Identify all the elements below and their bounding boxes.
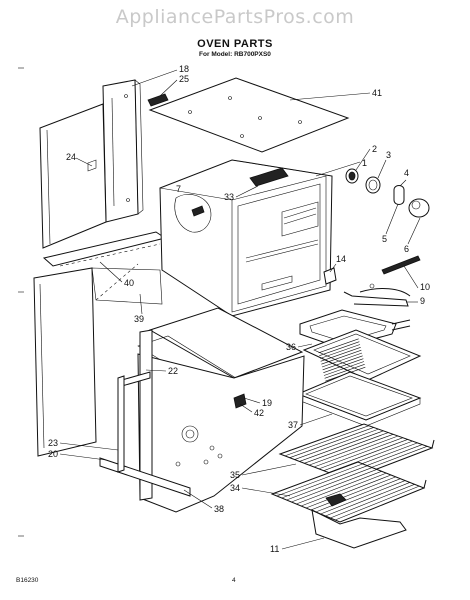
oven-rack-upper: [278, 423, 435, 481]
rack-wire: [309, 434, 394, 466]
callout-34: 34: [230, 483, 240, 493]
callout-40: 40: [124, 278, 134, 288]
pan-grid-bar: [324, 364, 365, 379]
callout-7: 7: [176, 184, 181, 194]
pan-grid-bar: [319, 341, 360, 356]
rack-wire: [305, 474, 392, 509]
pan-grid-bar: [321, 352, 363, 368]
rack-wire: [301, 472, 387, 507]
broil-element: [299, 309, 411, 349]
rack-wire: [281, 465, 368, 499]
pan-grid-bar: [320, 347, 361, 362]
watermark: AppliancePartsPros.com: [115, 6, 355, 28]
oven-top-panel: [148, 77, 350, 153]
rack-wire: [335, 485, 420, 521]
rack-wire: [325, 482, 410, 517]
front-base-rails: [99, 329, 191, 501]
callout-22: 22: [168, 366, 178, 376]
callout-24: 24: [66, 152, 76, 162]
oven-rack-lower: [270, 461, 427, 523]
rack-wire: [313, 435, 399, 468]
rack-wire: [315, 478, 401, 513]
callout-20: 20: [48, 449, 58, 459]
callout-labels: 18 25 41 1 2 3 4 5 6 7 33 24 40 39 14 10…: [48, 64, 430, 554]
callout-9: 9: [420, 296, 425, 306]
rack-wire: [296, 471, 382, 505]
element-shield: [311, 493, 407, 549]
light-assembly: [345, 168, 430, 218]
rack-wire: [284, 425, 369, 457]
callout-37: 37: [288, 420, 298, 430]
callout-36: 36: [286, 342, 296, 352]
rack-wire: [286, 467, 373, 501]
pan-grid-bar: [323, 358, 364, 373]
rack-wire: [304, 432, 389, 464]
model-subtitle: For Model: RB700PXS0: [199, 51, 271, 58]
callout-18: 18: [179, 64, 189, 74]
callout-42: 42: [254, 408, 264, 418]
oven-rear-panel: [102, 79, 169, 223]
diagram-title: OVEN PARTS: [197, 38, 273, 50]
callout-35: 35: [230, 470, 240, 480]
callout-14: 14: [336, 254, 346, 264]
liner-side-cutout: [174, 194, 212, 233]
pan-grid-bar: [319, 344, 361, 359]
bake-element: [343, 255, 421, 307]
margin-ticks: [18, 67, 24, 537]
callout-11: 11: [270, 544, 279, 554]
callout-2: 2: [372, 144, 377, 154]
rack-wire: [291, 469, 377, 503]
rack-wire: [310, 476, 396, 511]
callout-1: 1: [362, 158, 367, 168]
oven-liner-cavity: [159, 159, 333, 317]
page-number: 4: [232, 577, 236, 584]
callout-25: 25: [179, 74, 189, 84]
rack-wire: [330, 484, 415, 519]
terminal-clip: [323, 267, 337, 285]
broil-pan: [296, 371, 422, 427]
callout-4: 4: [404, 168, 409, 178]
callout-10: 10: [420, 282, 430, 292]
rack-wire: [318, 437, 403, 470]
rack-wire: [276, 463, 363, 497]
pan-grid-bar: [321, 349, 362, 365]
callout-38: 38: [214, 504, 224, 514]
rack-wire: [323, 439, 408, 471]
pan-grid-bar: [318, 338, 359, 354]
leader-lines: [59, 69, 421, 550]
callout-41: 41: [372, 88, 382, 98]
diagram-code: B16230: [16, 577, 39, 584]
callout-23: 23: [48, 438, 58, 448]
pan-grid-bar: [322, 355, 363, 371]
rack-wire: [320, 480, 406, 515]
pan-grid-bar: [323, 361, 365, 376]
rack-wire: [289, 427, 374, 458]
callout-19: 19: [262, 398, 272, 408]
broil-pan-grid: [302, 329, 422, 382]
callout-5: 5: [382, 234, 387, 244]
oven-side-panel: [39, 103, 107, 249]
outer-side-panel: [33, 263, 163, 457]
rack-wire: [294, 428, 379, 460]
callout-3: 3: [386, 150, 391, 160]
callout-33: 33: [224, 192, 234, 202]
callout-6: 6: [404, 244, 409, 254]
callout-39: 39: [134, 314, 144, 324]
rack-wire: [299, 430, 384, 462]
oven-bottom-panel: [137, 307, 305, 513]
